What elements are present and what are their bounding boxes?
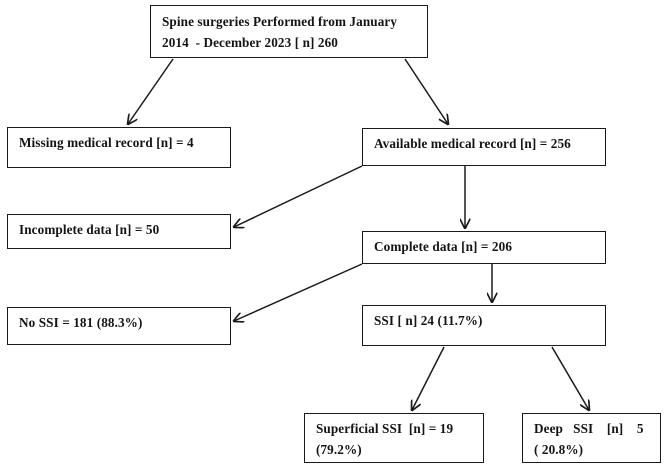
node-ssi: SSI [ n] 24 (11.7%) xyxy=(362,305,606,346)
edge-available-to-incomplete xyxy=(234,165,363,227)
node-no-ssi: No SSI = 181 (88.3%) xyxy=(7,307,231,345)
node-available-medical-record: Available medical record [n] = 256 xyxy=(362,128,606,166)
edge-total-to-available xyxy=(404,58,448,124)
node-total-line-1: Spine surgeries Performed from January xyxy=(162,14,398,29)
edge-ssi-to-deep xyxy=(551,346,589,410)
node-missing-line-1: Missing medical record [n] = 4 xyxy=(19,135,194,150)
node-deep-ssi: Deep SSI [n] 5 ( 20.8%) xyxy=(522,413,661,463)
edge-ssi-to-superficial xyxy=(412,346,445,410)
node-no-ssi-line-1: No SSI = 181 (88.3%) xyxy=(19,315,143,330)
node-incomplete-data: Incomplete data [n] = 50 xyxy=(7,214,231,249)
node-total-surgeries: Spine surgeries Performed from January 2… xyxy=(150,5,428,58)
node-complete-line-1: Complete data [n] = 206 xyxy=(374,239,513,254)
node-incomplete-line-1: Incomplete data [n] = 50 xyxy=(19,222,160,237)
node-ssi-line-1: SSI [ n] 24 (11.7%) xyxy=(374,313,483,328)
node-missing-medical-record: Missing medical record [n] = 4 xyxy=(7,127,231,168)
edge-total-to-missing xyxy=(128,58,174,124)
edge-complete-to-nossi xyxy=(234,263,363,321)
node-deep-line-2: ( 20.8%) xyxy=(534,441,584,457)
node-deep-line-1: Deep SSI [n] 5 xyxy=(534,421,644,436)
node-complete-data: Complete data [n] = 206 xyxy=(362,231,606,264)
node-available-line-1: Available medical record [n] = 256 xyxy=(374,136,571,151)
node-total-line-2: 2014 - December 2023 [ n] 260 xyxy=(162,34,338,50)
node-superficial-line-2: (79.2%) xyxy=(316,441,362,457)
node-superficial-ssi: Superficial SSI [n] = 19 (79.2%) xyxy=(304,413,484,463)
node-superficial-line-1: Superficial SSI [n] = 19 xyxy=(316,421,454,436)
